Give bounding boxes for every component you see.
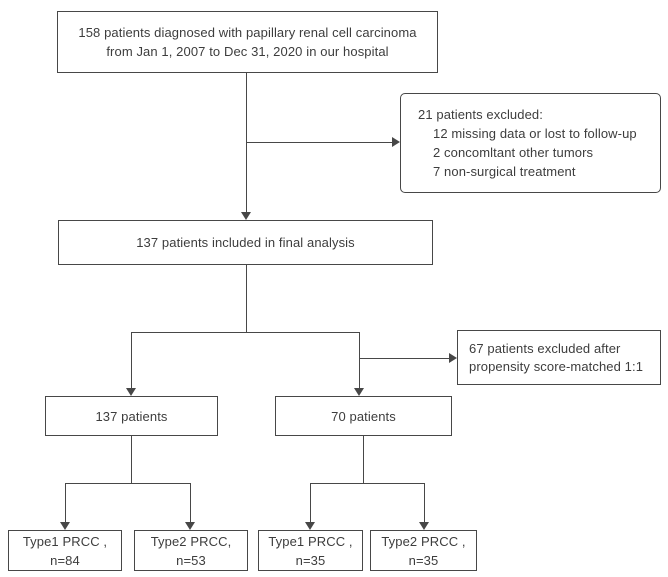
overall-type2-line1: Type2 PRCC, (150, 533, 232, 549)
excluded-initial-item: 12 missing data or lost to follow-up (433, 126, 637, 141)
box-overall-type1: Type1 PRCC , n=84 (8, 530, 122, 571)
arrowhead-into-overall-cohort (126, 388, 136, 396)
box-excluded-psm: 67 patients excluded after propensity sc… (457, 330, 661, 385)
overall-type1-line2: n=84 (50, 552, 80, 568)
matched-type1-line2: n=35 (295, 552, 326, 568)
excluded-psm-line2: propensity score-matched 1:1 (469, 358, 644, 374)
connector-to-matched-type2 (424, 483, 425, 522)
connector-split-to-overall (131, 332, 132, 388)
connector-overall-to-split (131, 436, 132, 483)
connector-to-matched-type1 (310, 483, 311, 522)
arrowhead-into-excluded-psm (449, 353, 457, 363)
arrowhead-into-matched-type1 (305, 522, 315, 530)
arrowhead-into-overall-type1 (60, 522, 70, 530)
connector-to-overall-type2 (190, 483, 191, 522)
overall-type2-line2: n=53 (176, 552, 206, 568)
initial-cohort-line1: 158 patients diagnosed with papillary re… (78, 25, 417, 40)
connector-split-to-matched (359, 332, 360, 388)
connector-branch-excluded-psm (359, 358, 449, 359)
overall-cohort-label: 137 patients (95, 408, 168, 424)
excluded-initial-item: 7 non-surgical treatment (433, 164, 576, 179)
box-excluded-initial: 21 patients excluded: 12 missing data or… (400, 93, 661, 193)
box-initial-cohort: 158 patients diagnosed with papillary re… (57, 11, 438, 73)
connector-to-overall-type1 (65, 483, 66, 522)
connector-final-to-split (246, 265, 247, 332)
box-matched-type2: Type2 PRCC , n=35 (370, 530, 477, 571)
connector-split-bar-overall-types (65, 483, 190, 484)
final-analysis-label: 137 patients included in final analysis (136, 235, 355, 250)
arrowhead-into-matched-type2 (419, 522, 429, 530)
matched-type2-line2: n=35 (408, 552, 439, 568)
box-overall-type2: Type2 PRCC, n=53 (134, 530, 248, 571)
arrowhead-into-matched-cohort (354, 388, 364, 396)
box-overall-cohort: 137 patients (45, 396, 218, 436)
excluded-initial-item: 2 concomltant other tumors (433, 145, 594, 160)
arrowhead-into-overall-type2 (185, 522, 195, 530)
excluded-initial-title: 21 patients excluded: (418, 107, 543, 122)
matched-type1-line1: Type1 PRCC , (268, 533, 353, 549)
connector-split-bar-matched-types (310, 483, 424, 484)
arrowhead-into-final-analysis (241, 212, 251, 220)
connector-split-bar-cohorts (131, 332, 360, 333)
excluded-psm-line1: 67 patients excluded after (469, 340, 621, 356)
box-matched-type1: Type1 PRCC , n=35 (258, 530, 363, 571)
arrowhead-into-excluded-initial (392, 137, 400, 147)
overall-type1-line1: Type1 PRCC , (22, 533, 108, 549)
matched-cohort-label: 70 patients (331, 408, 396, 424)
box-final-analysis: 137 patients included in final analysis (58, 220, 433, 265)
connector-matched-to-split (363, 436, 364, 483)
matched-type2-line1: Type2 PRCC , (381, 533, 466, 549)
box-matched-cohort: 70 patients (275, 396, 452, 436)
connector-branch-excluded-initial (246, 142, 392, 143)
initial-cohort-line2: from Jan 1, 2007 to Dec 31, 2020 in our … (106, 44, 389, 59)
